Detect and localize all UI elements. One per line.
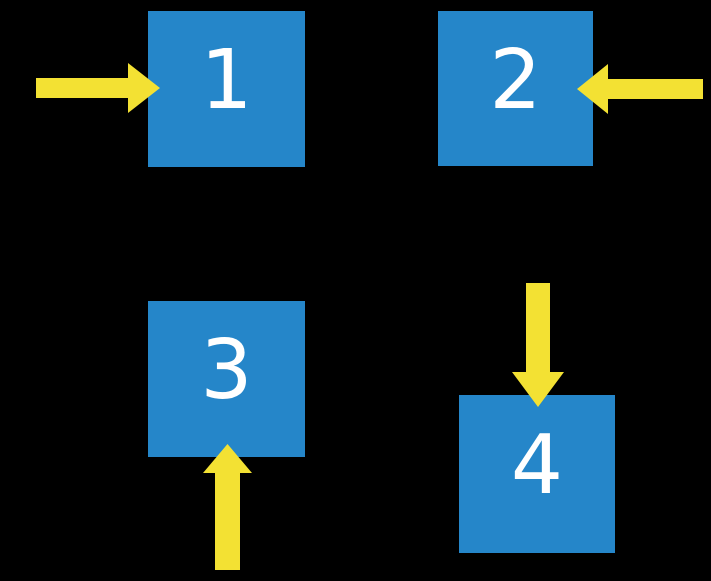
box-3-label: 3 <box>200 323 253 418</box>
arrow-up-icon <box>203 444 252 570</box>
arrow-left-shape <box>577 64 703 114</box>
box-2: 2 <box>438 11 593 166</box>
arrow-up-shape <box>203 444 252 570</box>
arrow-down-shape <box>512 283 564 407</box>
arrow-down-icon <box>512 283 564 407</box>
box-1: 1 <box>148 11 305 167</box>
arrow-right-shape <box>36 63 160 113</box>
box-1-label: 1 <box>200 33 253 128</box>
box-4-label: 4 <box>510 418 564 513</box>
box-3: 3 <box>148 301 305 457</box>
arrow-right-icon <box>36 63 160 113</box>
box-4: 4 <box>459 395 615 553</box>
arrow-left-icon <box>577 64 703 114</box>
box-2-label: 2 <box>489 32 542 128</box>
